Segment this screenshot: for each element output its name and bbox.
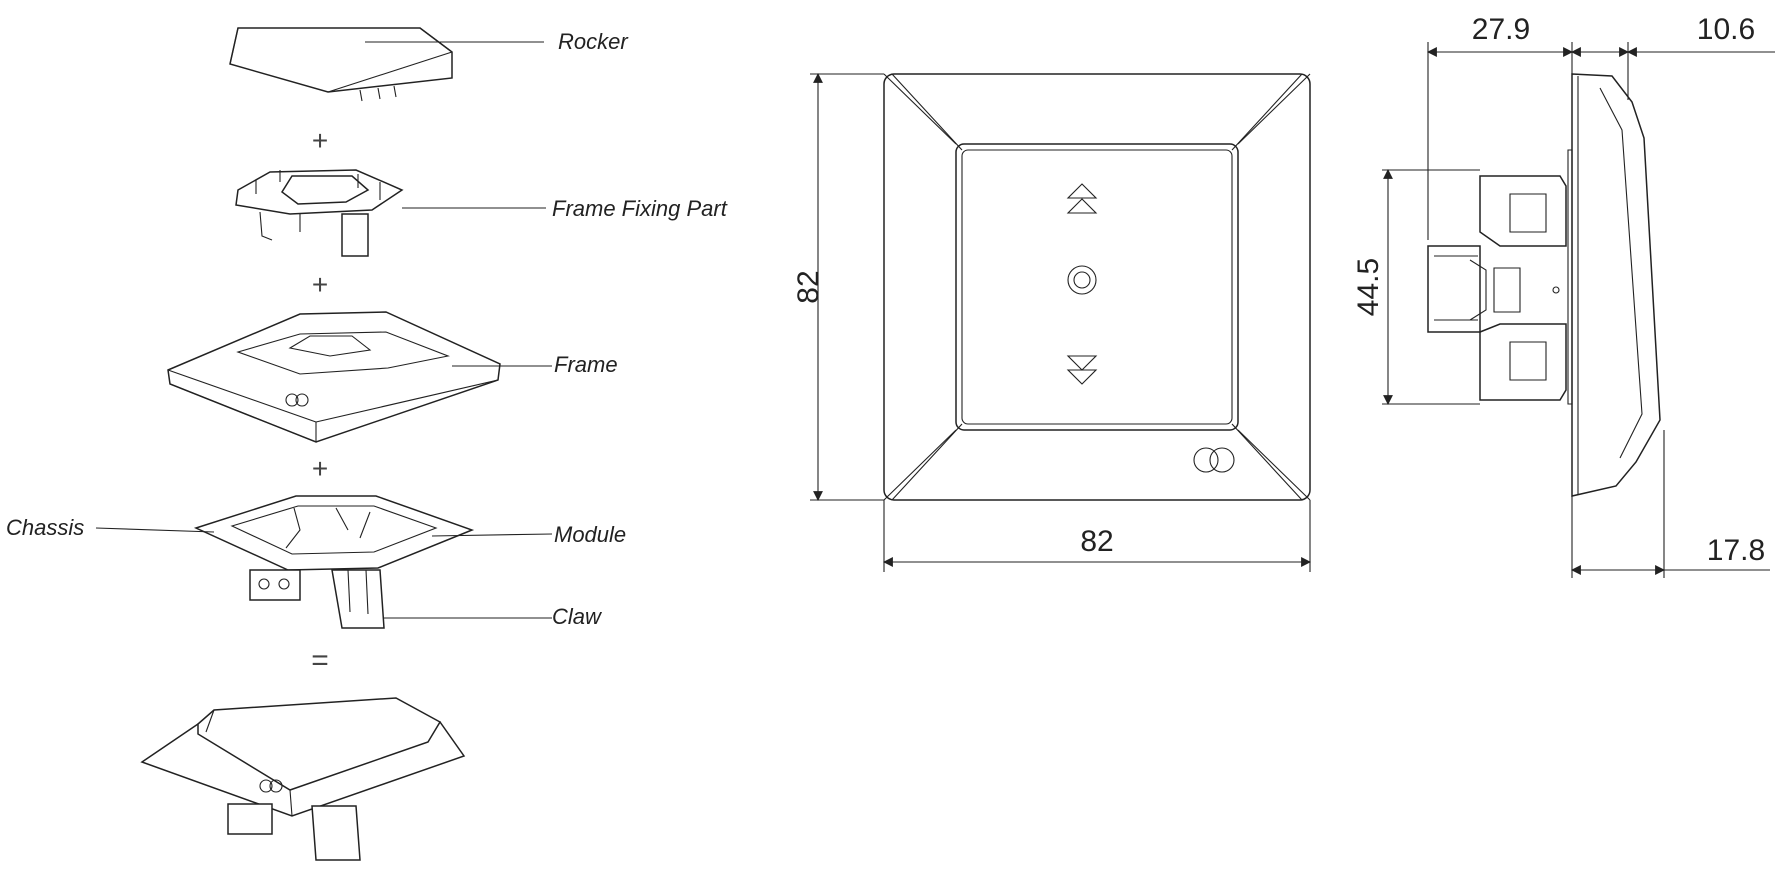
rocker-part [229,27,544,102]
stop-circle-icon [1067,265,1097,295]
side-depth-total-dimension: 27.9 [1472,13,1530,46]
side-front-depth-dimension: 17.8 [1707,534,1765,567]
plus-symbol: + [312,125,328,156]
exploded-view: Rocker Frame Fixing Part Frame Chassis M… [6,27,728,861]
frame-fixing-part [235,169,546,257]
plus-symbol: + [312,453,328,484]
front-height-dimension: 82 [792,270,825,303]
frame-label: Frame [554,352,618,377]
chassis-module-part [95,495,553,629]
up-arrow-icon [1066,183,1098,214]
side-view: 27.9 10.6 44.5 17.8 [1352,13,1775,578]
assembled-switch [140,697,466,861]
frame-fixing-part-label: Frame Fixing Part [552,196,728,221]
module-label: Module [554,522,626,547]
frame-part [167,311,552,443]
down-arrow-icon [1066,355,1098,385]
front-view: 82 82 [792,73,1311,572]
rocker-outline [955,143,1239,431]
equals-symbol: = [311,644,329,677]
brand-logo [1193,447,1235,473]
side-module-height-dimension: 44.5 [1352,258,1385,316]
plus-symbol: + [312,269,328,300]
front-width-dimension: 82 [1080,525,1113,558]
side-rocker-depth-dimension: 10.6 [1697,13,1755,46]
chassis-label: Chassis [6,515,84,540]
claw-label: Claw [552,604,603,629]
rocker-label: Rocker [558,29,629,54]
